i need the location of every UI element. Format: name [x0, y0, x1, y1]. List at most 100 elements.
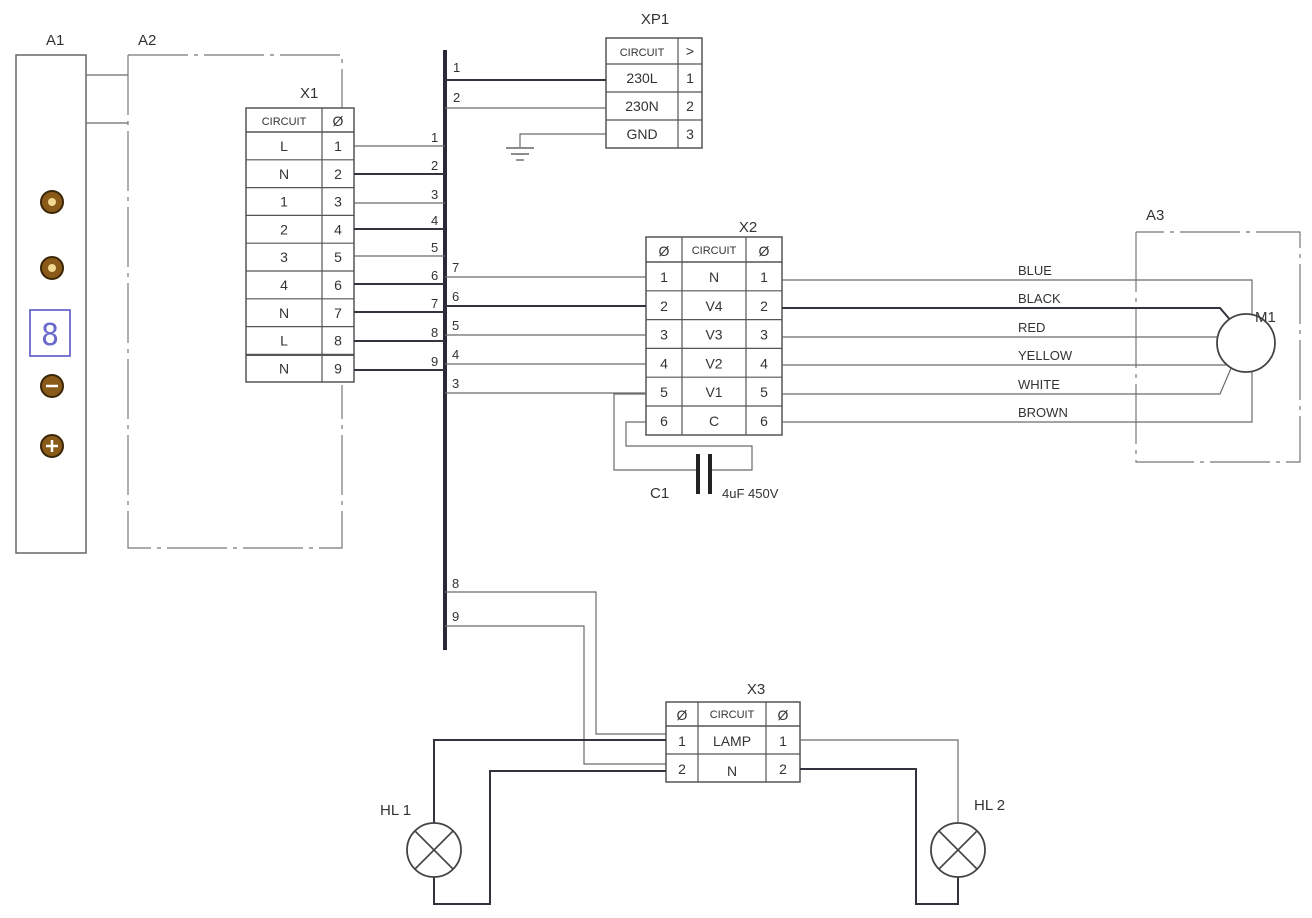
x2-left-pin: 4 — [660, 355, 668, 371]
x1-circuit: 4 — [280, 277, 288, 293]
x2-right-pin: 6 — [760, 413, 768, 429]
lamp-hl2: HL 2 — [930, 797, 1005, 878]
x1-wire-number: 9 — [431, 354, 438, 369]
xp1-pin: 1 — [686, 70, 694, 86]
x3-header-phi: Ø — [778, 707, 789, 723]
x1-pin: 9 — [334, 360, 342, 376]
lamp-hl1: HL 1 — [380, 802, 462, 878]
x2-header-phi: Ø — [659, 243, 670, 259]
x1-wire-number: 8 — [431, 325, 438, 340]
x3-wire-number: 9 — [452, 609, 459, 624]
label-a3: A3 — [1146, 207, 1164, 224]
x1-wire-number: 1 — [431, 130, 438, 145]
xp1-bus-wires: 1 2 — [445, 60, 606, 109]
label-a2: A2 — [138, 32, 156, 49]
x1-circuit: N — [279, 166, 289, 182]
x3-header-circuit: CIRCUIT — [710, 709, 755, 721]
label-c1: C1 — [650, 485, 669, 502]
x2-circuit: V4 — [705, 298, 722, 314]
knob-icon[interactable] — [40, 256, 64, 280]
motor-wire-label: BROWN — [1018, 405, 1068, 420]
x2-left-pin: 1 — [660, 269, 668, 285]
x3-right-pin: 2 — [779, 761, 787, 777]
x2-right-pin: 3 — [760, 327, 768, 343]
xp1-header-circuit: CIRCUIT — [620, 47, 665, 59]
x2-wire-number: 7 — [452, 260, 459, 275]
minus-button-icon[interactable] — [40, 374, 64, 398]
display-digit: 8 — [41, 318, 59, 353]
label-xp1: XP1 — [641, 11, 669, 28]
label-x2: X2 — [739, 219, 757, 236]
x2-right-pin: 5 — [760, 384, 768, 400]
xp1-circuit: 230N — [625, 98, 658, 114]
label-x3: X3 — [747, 681, 765, 698]
x3-circuit: N — [727, 763, 737, 779]
label-x1: X1 — [300, 85, 318, 102]
seven-segment-display: 8 — [29, 309, 71, 357]
x1-pin: 1 — [334, 138, 342, 154]
terminal-block-x3: X3 Ø CIRCUIT Ø 1 LAMP 1 2 N 2 — [665, 681, 801, 783]
x2-circuit: N — [709, 269, 719, 285]
x1-pin: 2 — [334, 166, 342, 182]
motor-wire-label: BLUE — [1018, 263, 1052, 278]
x2-circuit: V3 — [705, 327, 722, 343]
x2-header-circuit: CIRCUIT — [692, 245, 737, 257]
motor-wire-label: YELLOW — [1018, 348, 1073, 363]
lamp-hl1-wiring — [433, 739, 666, 905]
x1-wire-number: 4 — [431, 213, 438, 228]
x1-circuit: 1 — [280, 194, 288, 210]
label-m1: M1 — [1255, 309, 1276, 326]
x1-wire-number: 3 — [431, 187, 438, 202]
x3-header-phi: Ø — [677, 707, 688, 723]
label-c1-value: 4uF 450V — [722, 486, 779, 501]
plus-button-icon[interactable] — [40, 434, 64, 458]
motor-icon — [1216, 313, 1276, 373]
x1-circuit: 3 — [280, 249, 288, 265]
x1-circuit: N — [279, 360, 289, 376]
x3-wire-number: 8 — [452, 576, 459, 591]
knob-icon[interactable] — [40, 190, 64, 214]
xp1-wire-number: 2 — [453, 90, 460, 105]
x2-right-pin: 4 — [760, 355, 768, 371]
motor-wire-label: RED — [1018, 320, 1045, 335]
xp1-pin: 2 — [686, 98, 694, 114]
xp1-circuit: 230L — [626, 70, 657, 86]
x2-left-pin: 2 — [660, 298, 668, 314]
motor-wire-label: WHITE — [1018, 377, 1060, 392]
lamp-hl2-wiring — [800, 739, 959, 905]
x1-header-circuit: CIRCUIT — [262, 116, 307, 128]
x1-pin: 7 — [334, 305, 342, 321]
xp1-circuit: GND — [626, 126, 657, 142]
xp1-pin: 3 — [686, 126, 694, 142]
x3-left-pin: 2 — [678, 761, 686, 777]
x1-wire-number: 7 — [431, 296, 438, 311]
xp1-header-arrow: > — [686, 43, 694, 59]
x2-left-pin: 6 — [660, 413, 668, 429]
x2-circuit: V1 — [705, 384, 722, 400]
lamp-icon — [406, 822, 462, 878]
x1-circuit: L — [280, 138, 288, 154]
x2-wire-number: 4 — [452, 347, 459, 362]
x1-wire-number: 2 — [431, 158, 438, 173]
motor-m1: M1 — [1216, 309, 1276, 373]
x1-pin: 5 — [334, 249, 342, 265]
label-hl2: HL 2 — [974, 797, 1005, 814]
lamp-bus-wires: 8 9 — [445, 576, 666, 765]
xp1-wire-number: 1 — [453, 60, 460, 75]
x1-pin: 6 — [334, 277, 342, 293]
x3-circuit: LAMP — [713, 733, 751, 749]
x1-pin: 3 — [334, 194, 342, 210]
x1-circuit: L — [280, 333, 288, 349]
motor-area-a3: A3 — [1135, 207, 1301, 463]
x2-wire-number: 3 — [452, 376, 459, 391]
x1-wire-number: 6 — [431, 268, 438, 283]
x3-left-pin: 1 — [678, 733, 686, 749]
control-panel-a1: A1 8 — [15, 32, 128, 554]
x1-circuit: N — [279, 305, 289, 321]
ground-icon — [506, 133, 606, 161]
x2-header-phi: Ø — [759, 243, 770, 259]
